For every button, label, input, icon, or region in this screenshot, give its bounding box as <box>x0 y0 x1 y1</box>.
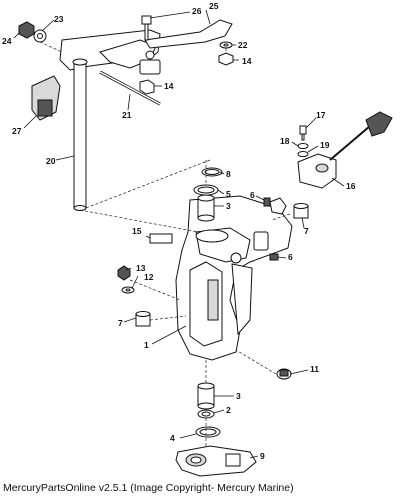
callout-2: 2 <box>226 405 231 415</box>
callout-6-right: 6 <box>288 252 293 262</box>
nut-14-left <box>139 79 155 95</box>
callout-15: 15 <box>132 226 142 236</box>
bracket-ear <box>269 197 287 215</box>
callout-26: 26 <box>192 6 202 16</box>
callout-14-left: 14 <box>164 81 174 91</box>
callout-3-upper: 3 <box>226 201 231 211</box>
washer-18 <box>297 143 309 149</box>
washer-22 <box>219 41 233 49</box>
link-rod <box>144 19 233 49</box>
fitting-6-right <box>269 253 279 261</box>
callout-13: 13 <box>136 263 146 273</box>
bushing-7-left <box>135 311 151 327</box>
seal-5 <box>193 184 219 196</box>
bushing-upper <box>197 194 215 222</box>
callout-14-right: 14 <box>242 56 252 66</box>
callout-4: 4 <box>170 433 175 443</box>
alignment-lines <box>39 41 291 446</box>
callout-9: 9 <box>260 451 265 461</box>
callout-16: 16 <box>346 181 356 191</box>
long-bolt <box>99 70 161 106</box>
washer-2 <box>197 409 215 419</box>
steering-tube <box>72 58 88 211</box>
bolt-26 <box>141 15 152 41</box>
callout-labels: 24 23 26 25 22 14 14 21 27 20 17 18 19 8… <box>2 1 356 461</box>
callout-3-lower: 3 <box>236 391 241 401</box>
callout-21: 21 <box>122 110 132 120</box>
callout-24: 24 <box>2 36 12 46</box>
washer-12 <box>121 286 135 294</box>
callout-6-upper: 6 <box>250 190 255 200</box>
ring-8 <box>201 167 223 177</box>
lower-yoke <box>175 445 257 477</box>
nut-24 <box>18 21 35 39</box>
callout-7-right: 7 <box>304 226 309 236</box>
callout-17: 17 <box>316 110 326 120</box>
bushing-lower <box>197 382 215 410</box>
callout-25: 25 <box>209 1 219 11</box>
leader-lines <box>13 9 345 459</box>
fitting-6-upper <box>263 197 271 207</box>
callout-8: 8 <box>226 169 231 179</box>
callout-18: 18 <box>280 136 290 146</box>
nut-14-right <box>218 52 234 66</box>
callout-5: 5 <box>226 189 231 199</box>
bushing-7-right <box>293 203 309 219</box>
callout-23: 23 <box>54 14 64 24</box>
screw-17 <box>299 125 307 141</box>
callout-12: 12 <box>144 272 154 282</box>
callout-11: 11 <box>310 364 319 374</box>
washer-19 <box>297 151 309 157</box>
decal-15 <box>149 233 173 244</box>
copyright-caption: MercuryPartsOnline v2.5.1 (Image Copyrig… <box>3 482 294 494</box>
plug-11 <box>276 368 292 380</box>
callout-1: 1 <box>144 340 149 350</box>
callout-7-left: 7 <box>118 318 123 328</box>
seal-4 <box>195 426 221 438</box>
callout-22: 22 <box>238 40 248 50</box>
callout-27: 27 <box>12 126 22 136</box>
washer-23 <box>33 29 47 43</box>
screw-13 <box>117 265 131 281</box>
bracket-27 <box>31 75 61 121</box>
trim-sender <box>297 111 393 189</box>
swivel-bracket <box>175 195 293 361</box>
callout-20: 20 <box>46 156 56 166</box>
callout-19: 19 <box>320 140 330 150</box>
